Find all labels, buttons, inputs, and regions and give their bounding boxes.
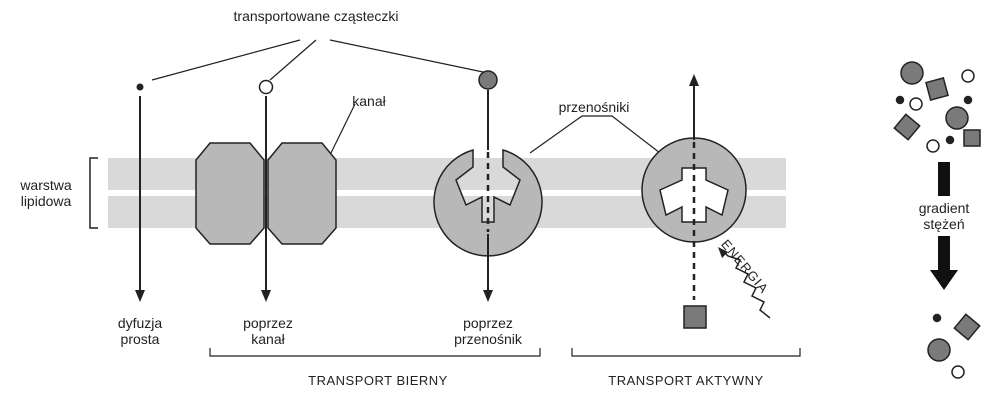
- carrier-leader-lines: [530, 116, 660, 153]
- particle-leader-lines: [152, 40, 483, 80]
- via-channel-label-2: kanał: [230, 331, 306, 348]
- lipid-layer-label-1: warstwa: [4, 177, 88, 194]
- via-carrier-label-1: poprzez: [440, 315, 536, 332]
- simple-diffusion-label-2: prosta: [102, 331, 178, 348]
- small-particle: [137, 84, 144, 91]
- active-transport-label: TRANSPORT AKTYWNY: [586, 372, 786, 389]
- simple-diffusion-label-1: dyfuzja: [102, 315, 178, 332]
- via-channel-label-1: poprzez: [230, 315, 306, 332]
- dark-particle: [479, 71, 497, 89]
- active-bracket: [572, 348, 800, 356]
- gradient-label-2: stężeń: [904, 216, 984, 233]
- transported-particles-label: transportowane cząsteczki: [200, 8, 432, 25]
- carriers-label: przenośniki: [538, 99, 650, 116]
- channel-leader-line: [330, 104, 355, 155]
- channel-label: kanał: [344, 93, 394, 110]
- active-square-particle: [684, 306, 706, 328]
- gradient-top-particles: [894, 62, 980, 152]
- passive-bracket: [210, 348, 540, 356]
- gradient-bottom-particles: [928, 314, 980, 378]
- channel-right-half: [268, 143, 336, 244]
- passive-transport-label: TRANSPORT BIERNY: [280, 372, 476, 389]
- channel-left-half: [196, 143, 264, 244]
- gradient-label-1: gradient: [904, 200, 984, 217]
- lipid-layer-label-2: lipidowa: [4, 193, 88, 210]
- via-carrier-label-2: przenośnik: [440, 331, 536, 348]
- lipid-bracket: [90, 158, 98, 228]
- open-particle: [260, 81, 273, 94]
